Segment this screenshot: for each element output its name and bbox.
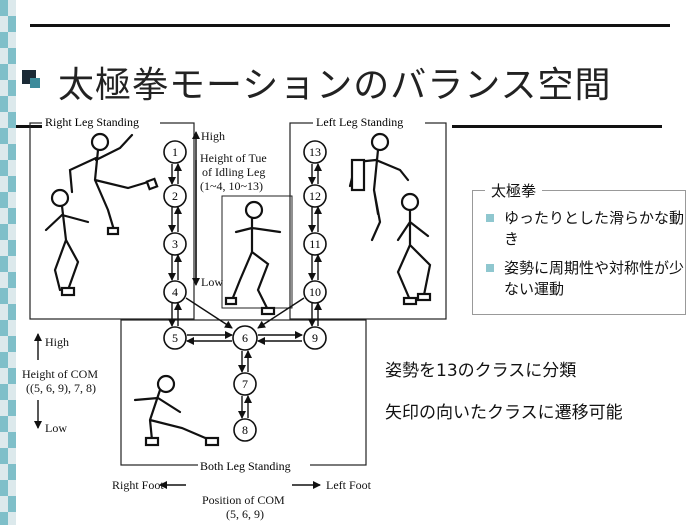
state-nodes: 1 2 3 4 5 6 7 8 9 10 11 12 13: [163, 140, 327, 442]
label-tue-2: of Idling Leg: [202, 165, 265, 179]
state-node-5-label: 5: [172, 331, 178, 345]
legend-box: [472, 190, 686, 315]
legend-bullet-icon: [486, 264, 494, 272]
top-rule: [30, 24, 670, 27]
label-tue-3: (1~4, 10~13): [200, 179, 263, 193]
note-classification: 姿勢を13のクラスに分類: [385, 361, 577, 381]
label-high-top: High: [201, 129, 225, 143]
legend-bullet-icon: [486, 214, 494, 222]
state-node-6: 6: [232, 325, 258, 351]
state-node-8: 8: [233, 418, 257, 442]
state-node-3-label: 3: [172, 237, 178, 251]
state-node-3: 3: [163, 232, 187, 256]
stick-figure-left-2: [396, 192, 432, 306]
state-node-4: 4: [163, 280, 187, 304]
label-tue-1: Height of Tue: [200, 151, 267, 165]
label-com-2: ((5, 6, 9), 7, 8): [26, 381, 96, 395]
state-node-7-label: 7: [242, 377, 248, 391]
under-title-rule-left: [16, 125, 46, 128]
state-node-7: 7: [233, 372, 257, 396]
state-node-13-label: 13: [309, 145, 321, 159]
note-transition: 矢印の向いたクラスに遷移可能: [385, 403, 623, 423]
state-node-2: 2: [163, 184, 187, 208]
state-node-10-label: 10: [309, 285, 321, 299]
legend-title: 太極拳: [485, 180, 543, 201]
stick-figure-left-1: [348, 132, 410, 242]
right-leg-label: Right Leg Standing: [45, 115, 139, 129]
left-leg-label: Left Leg Standing: [316, 115, 403, 129]
label-low-left: Low: [45, 421, 67, 435]
label-right-foot: Right Foot: [112, 478, 164, 492]
state-node-12-label: 12: [309, 189, 321, 203]
state-node-11: 11: [303, 232, 327, 256]
state-node-13: 13: [303, 140, 327, 164]
state-node-9: 9: [303, 326, 327, 350]
stick-figure-right-1: [68, 132, 159, 236]
label-left-foot: Left Foot: [326, 478, 372, 492]
stick-figure-center: [224, 200, 282, 316]
stick-figure-bottom: [133, 374, 220, 447]
legend-item-text: ゆったりとした滑らかな動き: [504, 209, 685, 248]
state-node-1-label: 1: [172, 145, 178, 159]
decorative-checker-strip: [0, 0, 16, 525]
under-title-rule-right: [452, 125, 662, 128]
state-node-1: 1: [163, 140, 187, 164]
state-node-12: 12: [303, 184, 327, 208]
center-pose-frame: [221, 195, 293, 309]
slide-title: 太極拳モーションのバランス空間: [58, 65, 612, 106]
both-leg-label: Both Leg Standing: [200, 459, 291, 473]
stick-figure-right-2: [44, 188, 90, 297]
legend-item-text: 姿勢に周期性や対称性が少ない運動: [504, 259, 685, 298]
state-node-8-label: 8: [242, 423, 248, 437]
state-node-2-label: 2: [172, 189, 178, 203]
title-bullet-accent-icon: [30, 78, 40, 88]
label-position-2: (5, 6, 9): [226, 507, 264, 521]
state-node-9-label: 9: [312, 331, 318, 345]
state-node-5: 5: [163, 326, 187, 350]
state-node-6-label: 6: [242, 331, 248, 345]
state-node-11-label: 11: [309, 237, 321, 251]
label-low-mid: Low: [201, 275, 223, 289]
state-node-4-label: 4: [172, 285, 178, 299]
transition-arrows: [34, 131, 322, 489]
label-position-1: Position of COM: [202, 493, 285, 507]
label-com-1: Height of COM: [22, 367, 98, 381]
state-node-10: 10: [303, 280, 327, 304]
label-high-left: High: [45, 335, 69, 349]
